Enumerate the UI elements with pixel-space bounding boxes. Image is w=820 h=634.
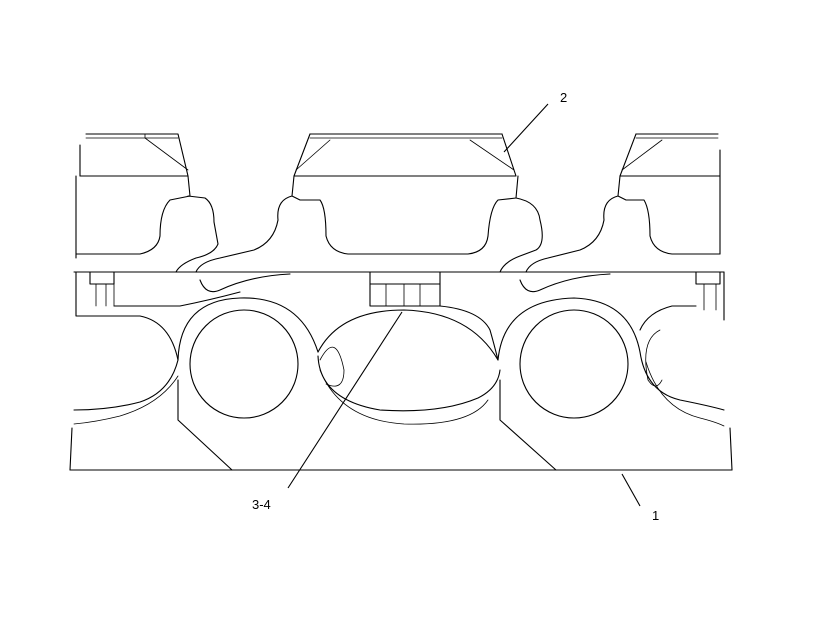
callout-2: 2 — [560, 90, 567, 105]
callout-3-4: 3-4 — [252, 497, 271, 512]
leader-1 — [621, 473, 641, 507]
center-shoe — [195, 133, 543, 273]
left-shoe — [75, 133, 219, 273]
leader-lines — [287, 103, 641, 507]
track-shoe-tops — [73, 133, 725, 273]
leader-3-4 — [287, 311, 403, 489]
track-links — [69, 271, 733, 471]
leader-2 — [503, 103, 549, 153]
right-shoe — [525, 133, 721, 273]
bushing-left — [189, 309, 299, 419]
bushing-right — [519, 309, 629, 419]
callout-1: 1 — [652, 508, 659, 523]
